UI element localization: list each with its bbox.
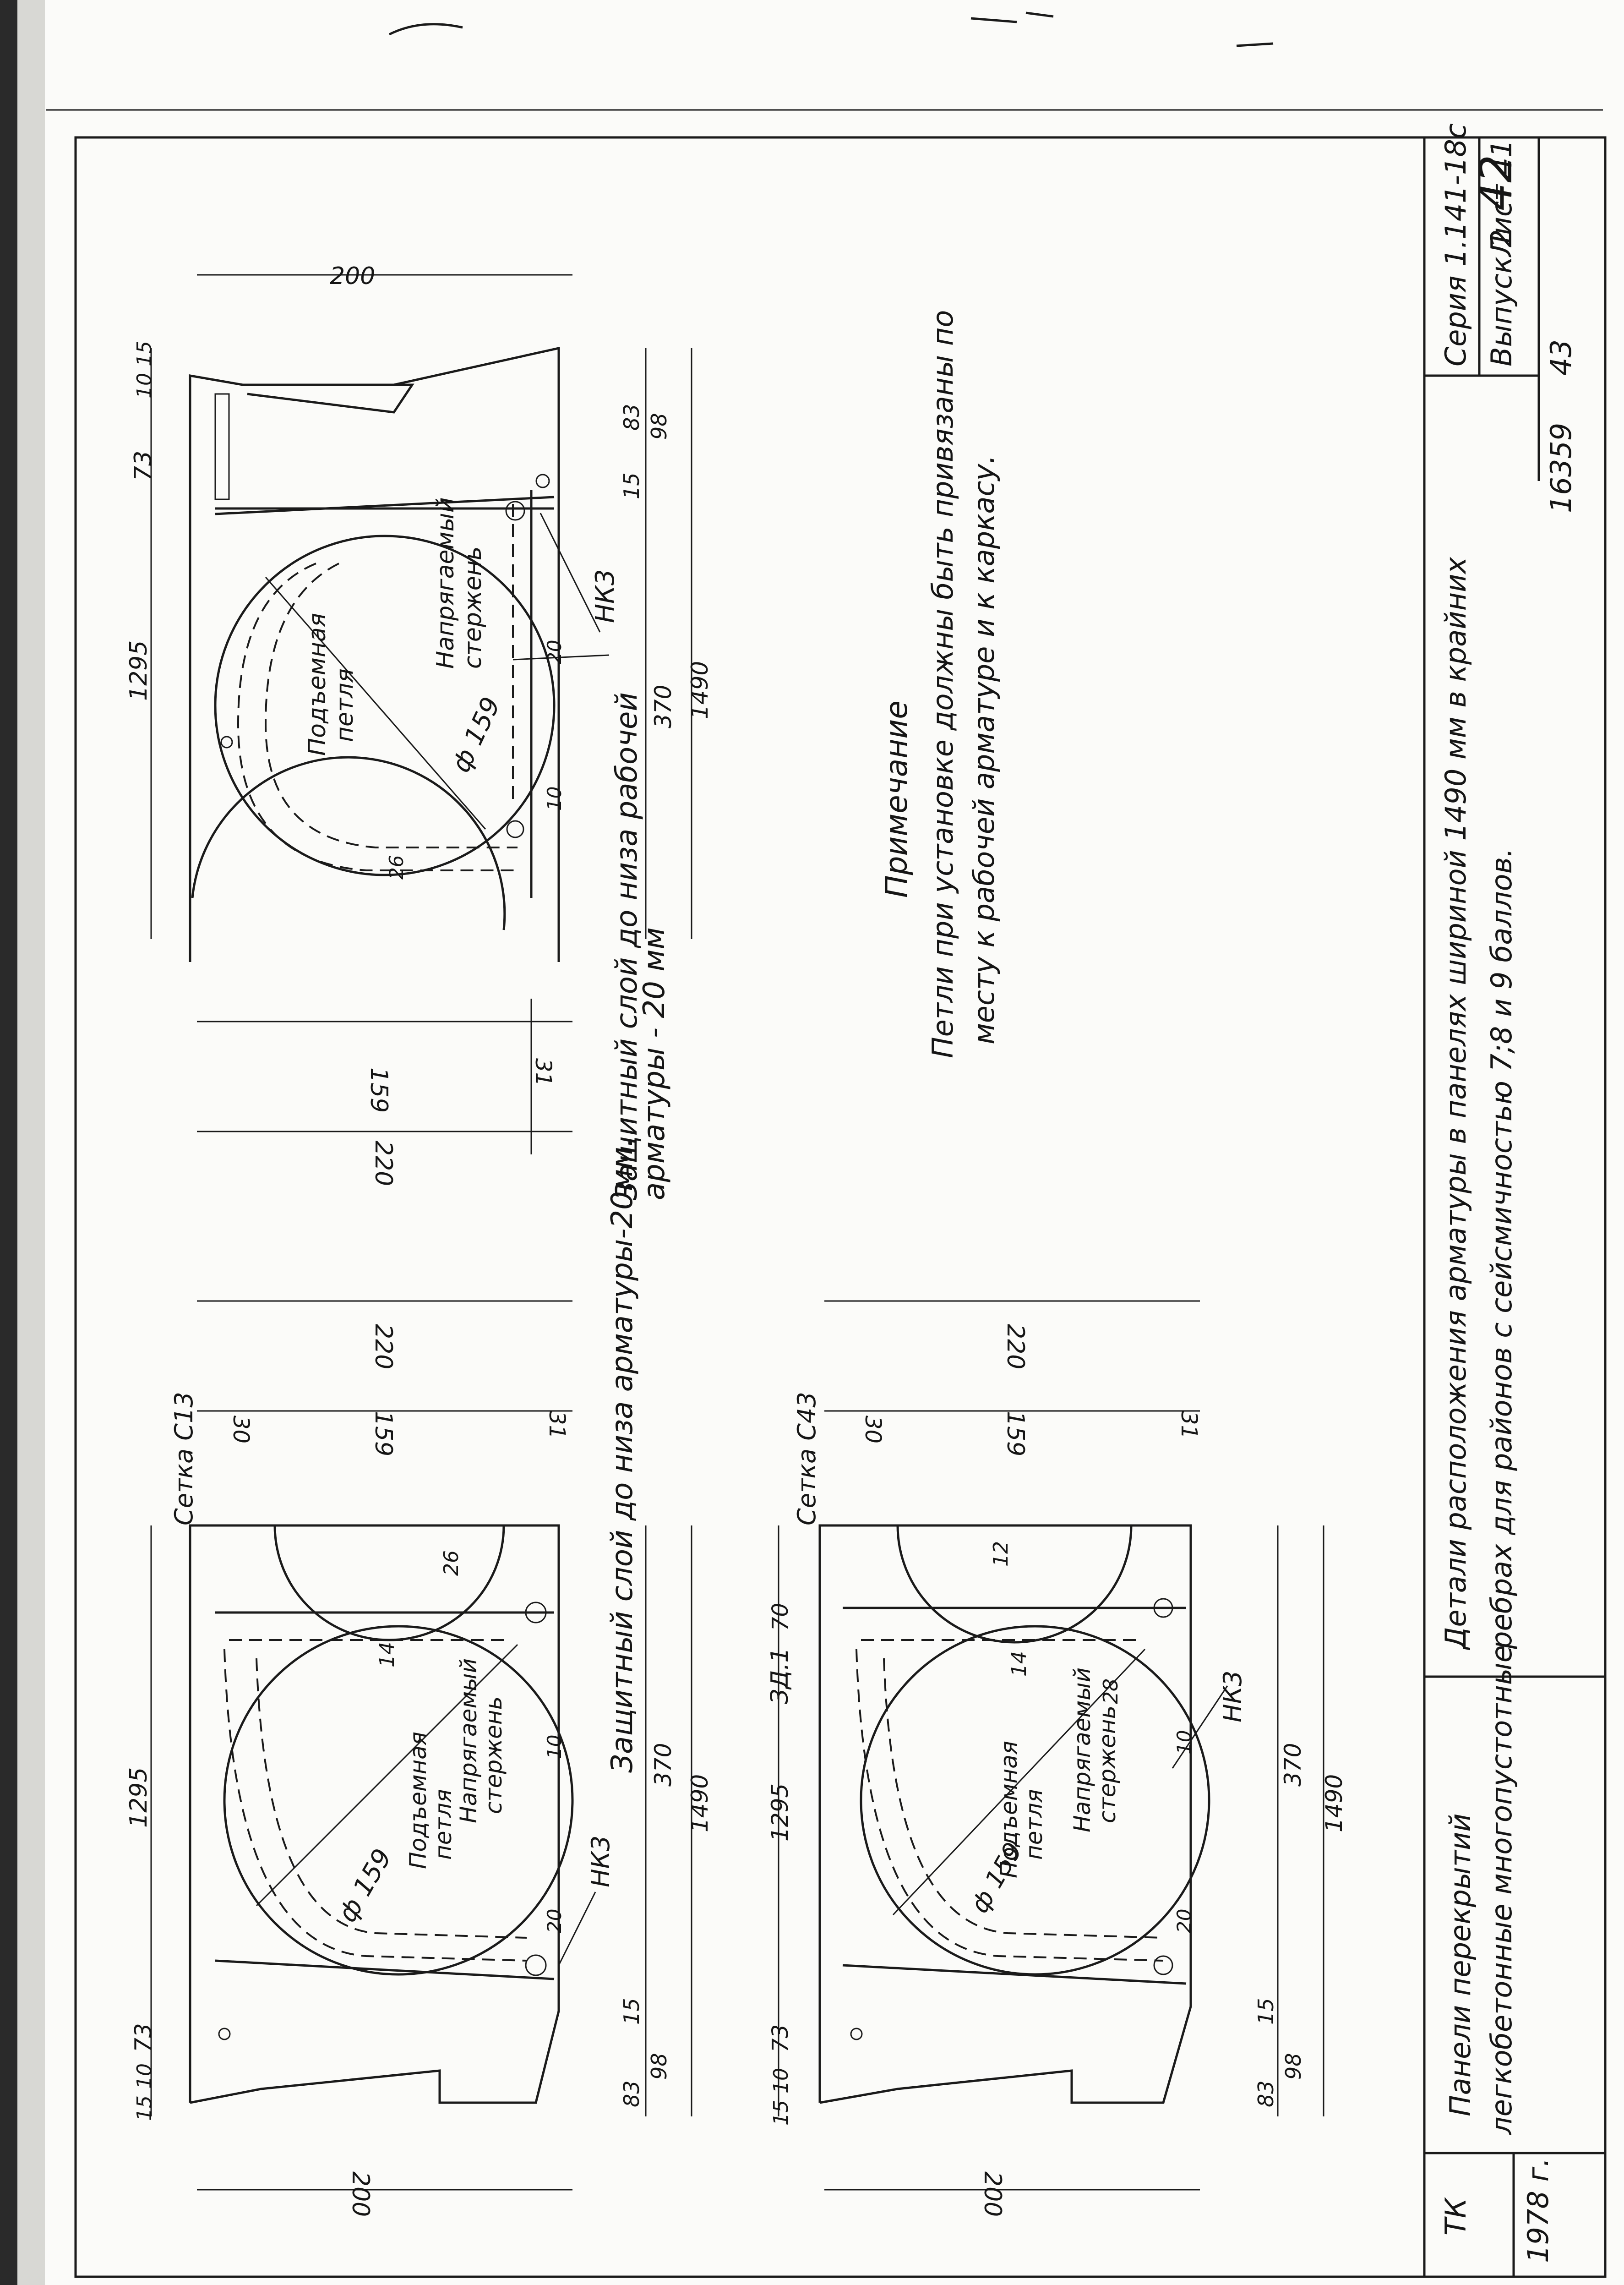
dim-20-ll: 20 bbox=[1173, 1909, 1195, 1933]
dim-15-10-lu: 15 10 bbox=[133, 2063, 156, 2121]
dim-20-tr: 20 bbox=[543, 640, 566, 664]
dim-10-15-tr: 10 15 bbox=[133, 341, 156, 399]
dim-98-tr: 98 bbox=[647, 413, 671, 440]
tensioned-bar-label-tr: Напрягаемый bbox=[432, 497, 459, 669]
tb-subject-2: легкобетонные многопустотные bbox=[1485, 1645, 1518, 2135]
dim-12-ll: 12 bbox=[989, 1541, 1013, 1567]
diameter-label-tr: ф 159 bbox=[446, 693, 507, 777]
dim-1490-ll: 1490 bbox=[1321, 1774, 1347, 1832]
dim-83-lu: 83 bbox=[619, 2080, 644, 2107]
detail-left-upper: ф 159 Подъемная петля Напрягаемый стерже… bbox=[125, 1300, 713, 2217]
dim-15-ll: 15 bbox=[1253, 1998, 1278, 2025]
dim-159-ll: 159 bbox=[1002, 1411, 1029, 1456]
cover-note-right-2: арматуры - 20 мм bbox=[638, 927, 671, 1200]
dim-30-lu: 30 bbox=[228, 1416, 254, 1443]
dim-14-lu: 14 bbox=[376, 1642, 399, 1667]
lifting-loop-label-ll: Подъемная bbox=[996, 1741, 1022, 1878]
embedded-label: ЗД.1 bbox=[766, 1647, 794, 1704]
dim-31-lu: 31 bbox=[544, 1411, 570, 1439]
note-heading: Примечание bbox=[879, 700, 914, 898]
tensioned-bar-label-ll: Напрягаемый bbox=[1069, 1667, 1095, 1832]
tensioned-bar-label-ll-2: стержень bbox=[1094, 1706, 1121, 1823]
dim-370-lu: 370 bbox=[650, 1743, 676, 1787]
dim-1490-lu: 1490 bbox=[687, 1774, 713, 1832]
dim-1490-tr: 1490 bbox=[687, 661, 713, 719]
lifting-loop-label-ll-2: петля bbox=[1021, 1789, 1047, 1860]
tensioned-bar-label-lu-2: стержень bbox=[480, 1696, 507, 1814]
mesh-label-43: Сетка С43 bbox=[792, 1392, 821, 1525]
dim-10-tr: 10 bbox=[543, 787, 566, 811]
dim-30-ll: 30 bbox=[860, 1416, 886, 1443]
dim-70-ll: 70 bbox=[768, 1603, 793, 1631]
note-line-2: месту к рабочей арматуре и к каркасу. bbox=[967, 455, 1001, 1044]
dim-159-r: 159 bbox=[365, 1067, 392, 1113]
dim-83-ll: 83 bbox=[1253, 2080, 1278, 2107]
top-edge-marks bbox=[46, 11, 1603, 111]
tb-sheet: Лист 41 bbox=[1485, 139, 1518, 257]
detail-left-lower: ф 159 Подъемная петля Напрягаемый стерже… bbox=[766, 1300, 1347, 2217]
tensioned-bar-label-lu: Напрягаемый bbox=[455, 1658, 482, 1823]
title-block: ТК 1978 г. Панели перекрытий легкобетонн… bbox=[1423, 123, 1605, 2277]
dim-73-lu: 73 bbox=[130, 2023, 157, 2052]
dim-31-ll: 31 bbox=[1176, 1411, 1202, 1439]
dim-220-ll: 220 bbox=[1002, 1324, 1029, 1369]
dim-10-ll: 10 bbox=[1173, 1730, 1195, 1755]
lifting-loop-label-tr: Подъемная bbox=[304, 613, 331, 756]
section-dims-right: 159 220 31 bbox=[197, 999, 572, 1186]
dim-98-lu: 98 bbox=[647, 2053, 671, 2080]
dim-200-ll: 200 bbox=[979, 2171, 1006, 2217]
frame-label-lu: НК3 bbox=[586, 1836, 615, 1887]
lifting-loop-label-tr-2: петля bbox=[331, 668, 359, 742]
dim-15-tr: 15 bbox=[619, 472, 644, 499]
tb-series: Серия 1.141-18с bbox=[1439, 123, 1472, 366]
mesh-label-13: Сетка С13 bbox=[169, 1392, 198, 1525]
scan-margin-noise bbox=[17, 0, 45, 2285]
dim-1295-lu: 1295 bbox=[125, 1767, 153, 1828]
tb-title-1: Детали расположения арматуры в панелях ш… bbox=[1439, 557, 1472, 1651]
cover-note-right: Защитный слой до низа рабочей bbox=[610, 692, 644, 1200]
note-line-1: Петли при установке должны быть привязан… bbox=[926, 310, 959, 1058]
dim-15-lu: 15 bbox=[619, 1998, 644, 2025]
tb-year: 1978 г. bbox=[1521, 2158, 1555, 2263]
dim-1295-tr: 1295 bbox=[125, 640, 153, 701]
dim-26-tr: 26 bbox=[385, 855, 408, 880]
dim-1295-ll: 1295 bbox=[767, 1783, 793, 1842]
drawing-frame bbox=[74, 136, 1607, 2278]
dim-370-tr: 370 bbox=[650, 685, 676, 728]
dim-10-lu: 10 bbox=[543, 1735, 566, 1759]
tb-org: ТК bbox=[1439, 2197, 1472, 2236]
dim-159-lu: 159 bbox=[370, 1411, 397, 1456]
dim-28-ll: 28 bbox=[1099, 1678, 1123, 1704]
dim-31-r: 31 bbox=[530, 1058, 556, 1086]
dim-15-10-ll: 15 10 bbox=[769, 2068, 793, 2126]
frame-label-ll: НК3 bbox=[1218, 1671, 1247, 1722]
tb-issue: Выпуск 2 bbox=[1485, 230, 1518, 366]
tb-copy-suffix: 43 bbox=[1544, 339, 1578, 376]
dim-200-tr: 200 bbox=[330, 262, 375, 290]
dim-220-r: 220 bbox=[370, 1141, 397, 1186]
scan-margin bbox=[0, 0, 17, 2285]
dim-220-lu: 220 bbox=[370, 1324, 397, 1369]
dim-73-tr: 73 bbox=[130, 451, 157, 481]
dim-73-ll: 73 bbox=[768, 2024, 793, 2052]
dim-26-lu: 26 bbox=[440, 1550, 463, 1576]
diameter-label-lu: ф 159 bbox=[332, 1844, 398, 1927]
lifting-loop-label-lu: Подъемная bbox=[405, 1732, 431, 1869]
dim-14-ll: 14 bbox=[1008, 1651, 1031, 1677]
dim-83-tr: 83 bbox=[619, 404, 644, 431]
lifting-loop-label-lu-2: петля bbox=[430, 1789, 457, 1860]
cover-note-left: Защитный слой до низа арматуры-20мм. bbox=[605, 1137, 639, 1773]
dim-20-lu: 20 bbox=[543, 1909, 566, 1933]
dim-200-lu: 200 bbox=[347, 2171, 374, 2217]
tensioned-bar-label-tr-2: стержень bbox=[459, 547, 487, 669]
dim-98-ll: 98 bbox=[1281, 2053, 1306, 2080]
frame-label-tr: НК3 bbox=[590, 569, 620, 623]
tb-copy-number: 16359 bbox=[1544, 423, 1578, 513]
tb-title-2: ребрах для районов с сейсмичностью 7;8 и… bbox=[1485, 848, 1518, 1650]
dim-370-ll: 370 bbox=[1280, 1743, 1306, 1787]
tb-subject-1: Панели перекрытий bbox=[1444, 1813, 1477, 2116]
